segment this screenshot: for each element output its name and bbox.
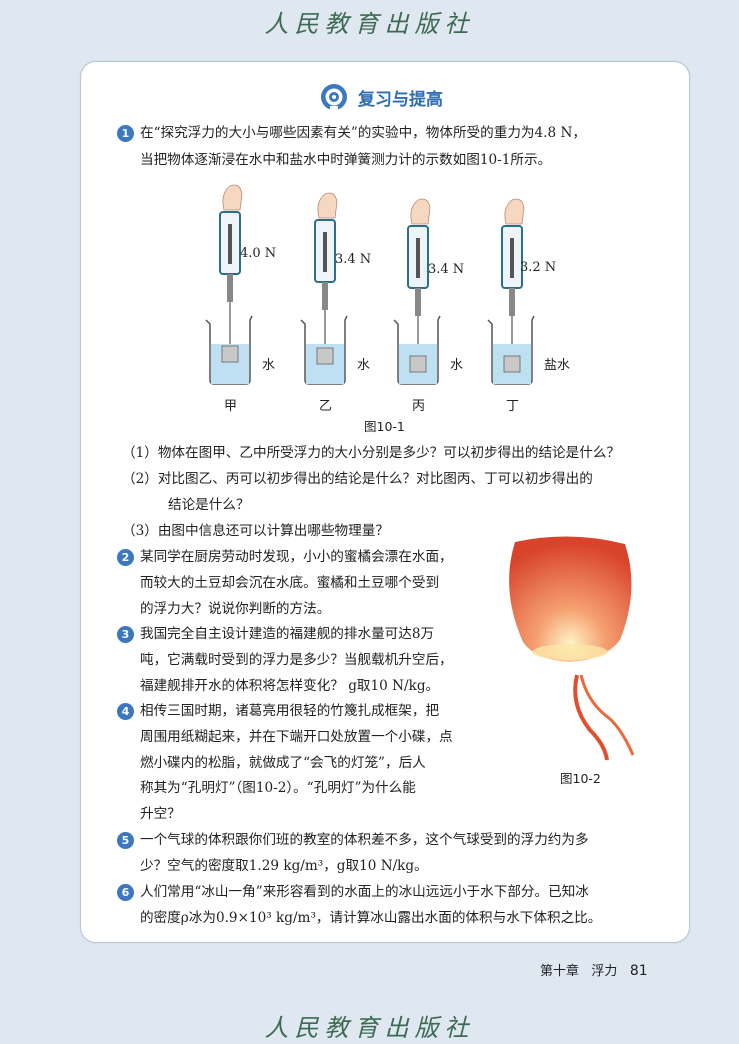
q3-line-3: 福建舰排开水的体积将怎样变化？ g取10 N/kg。 — [140, 678, 440, 694]
scale-spring — [416, 238, 420, 278]
scale-spring — [228, 224, 232, 264]
page-footer: 第十章 浮力 81 — [540, 960, 648, 979]
q4-line-4: 称其为“孔明灯”（图10-2）。“孔明灯”为什么能 — [140, 780, 416, 796]
reading-jia: 4.0 N — [240, 246, 277, 261]
q5-line-2: 少？空气的密度取1.29 kg/m³，g取10 N/kg。 — [140, 858, 428, 874]
q3-line-2: 吨，它满载时受到的浮力是多少？当舰载机升空后， — [140, 652, 453, 668]
figure-10-1 — [205, 184, 535, 385]
block — [409, 355, 427, 373]
label-yi: 乙 — [319, 399, 333, 414]
q1-line-1: 在“探究浮力的大小与哪些因素有关”的实验中，物体所受的重力为4.8 N， — [140, 125, 586, 141]
q1-sub2-line2: 结论是什么？ — [168, 497, 250, 513]
liquid-bing: 水 — [450, 358, 464, 373]
section-header: 复习与提高 — [320, 83, 443, 111]
figure-10-2-caption: 图10-2 — [560, 771, 601, 786]
question-number-3: 3 — [117, 626, 134, 643]
sky-lantern-illustration — [509, 536, 635, 761]
q4-line-3: 燃小碟内的松脂，就做成了“会飞的灯笼”，后人 — [140, 755, 426, 771]
q1-sub2-line1: （2）对比图乙、丙可以初步得出的结论是什么？对比图丙、丁可以初步得出的 — [122, 471, 593, 487]
q4-line-1: 相传三国时期，诸葛亮用很轻的竹篾扎成框架，把 — [140, 703, 440, 719]
chapter-title: 浮力 — [591, 964, 618, 979]
liquid-ding: 盐水 — [544, 358, 571, 373]
q2-line-2: 而较大的土豆却会沉在水底。蜜橘和土豆哪个受到 — [140, 575, 440, 591]
scale-rod — [227, 274, 233, 302]
block — [503, 355, 521, 373]
q1-sub1: （1）物体在图甲、乙中所受浮力的大小分别是多少？可以初步得出的结论是什么？ — [122, 445, 621, 461]
scale-spring — [510, 238, 514, 278]
review-card — [80, 61, 690, 943]
question-number-6: 6 — [117, 884, 134, 901]
reading-bing: 3.4 N — [428, 262, 465, 277]
q2-line-1: 某同学在厨房劳动时发现，小小的蜜橘会漂在水面， — [140, 549, 453, 565]
hand-icon — [222, 184, 243, 211]
scale-spring — [323, 232, 327, 272]
question-number-2: 2 — [117, 549, 134, 566]
question-number-1: 1 — [117, 125, 134, 142]
reading-yi: 3.4 N — [335, 252, 372, 267]
label-jia: 甲 — [224, 399, 238, 414]
hand-icon — [317, 192, 338, 219]
liquid-yi: 水 — [357, 358, 371, 373]
block — [221, 345, 239, 363]
q5-line-1: 一个气球的体积跟你们班的教室的体积差不多，这个气球受到的浮力约为多 — [140, 832, 589, 848]
target-icon — [321, 84, 347, 111]
question-number-5: 5 — [117, 832, 134, 849]
q3-line-1: 我国完全自主设计建造的福建舰的排水量可达8万 — [140, 626, 435, 642]
q1-sub3: （3）由图中信息还可以计算出哪些物理量？ — [122, 523, 389, 539]
scale-rod — [322, 282, 328, 310]
q4-line-2: 周围用纸糊起来，并在下端开口处放置一个小碟，点 — [140, 729, 453, 745]
publisher-logo-bottom: 人民教育出版社 — [264, 1014, 475, 1042]
liquid-jia: 水 — [262, 358, 276, 373]
scale-rod — [509, 288, 515, 316]
hand-icon — [504, 198, 525, 225]
reading-ding: 3.2 N — [520, 260, 557, 275]
q4-line-5: 升空？ — [140, 806, 181, 822]
scale-rod — [415, 288, 421, 316]
chapter-number: 第十章 — [540, 964, 580, 979]
figure-10-1-caption: 图10-1 — [364, 419, 405, 434]
q2-line-3: 的浮力大？说说你判断的方法。 — [140, 601, 331, 617]
q6-line-1: 人们常用“冰山一角”来形容看到的水面上的冰山远远小于水下部分。已知冰 — [140, 884, 589, 900]
q1-line-2: 当把物体逐渐浸在水中和盐水中时弹簧测力计的示数如图10-1所示。 — [140, 152, 552, 168]
publisher-logo-top: 人民教育出版社 — [264, 10, 475, 38]
question-number-4: 4 — [117, 703, 134, 720]
block — [316, 347, 334, 365]
section-title: 复习与提高 — [358, 89, 443, 110]
page-number: 81 — [629, 963, 648, 979]
label-bing: 丙 — [412, 399, 426, 414]
hand-icon — [410, 198, 431, 225]
label-ding: 丁 — [506, 399, 520, 414]
q6-line-2: 的密度ρ冰为0.9×10³ kg/m³，请计算冰山露出水面的体积与水下体积之比。 — [140, 910, 602, 926]
